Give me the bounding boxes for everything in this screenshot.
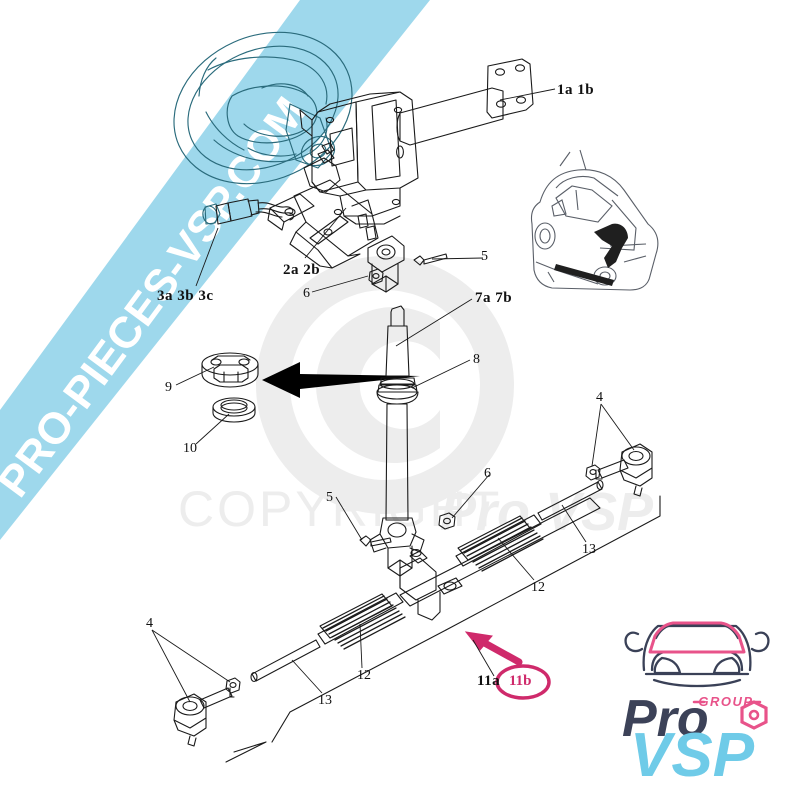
callout-3a-3b-3c: 3a 3b 3c xyxy=(157,288,214,304)
bolt-upper-part xyxy=(413,253,448,266)
callout-11b: 11b xyxy=(509,673,532,689)
callout-13-left: 13 xyxy=(318,693,332,708)
callout-12-right: 12 xyxy=(531,580,545,595)
callout-6-upper: 6 xyxy=(303,286,310,301)
steering-shaft-part xyxy=(369,305,425,577)
vehicle-thumbnail-illustration xyxy=(530,149,659,291)
watermark-copyright-word: COPYRIGHT xyxy=(178,481,502,537)
tie-rod-end-left-part xyxy=(173,677,241,747)
callout-1a-1b: 1a 1b xyxy=(557,82,595,98)
leader-lines xyxy=(151,88,635,703)
callout-4-left: 4 xyxy=(146,616,153,631)
logo-hex-nut-icon xyxy=(740,700,768,730)
highlight-circle xyxy=(495,664,551,700)
callout-5-upper: 5 xyxy=(481,249,488,264)
steering-column-tube-part xyxy=(396,58,534,146)
logo-pro-text: Pro xyxy=(622,690,709,748)
callout-8: 8 xyxy=(473,352,480,367)
assembly-direction-arrow xyxy=(262,362,420,398)
callout-2a-2b: 2a 2b xyxy=(283,262,321,278)
logo-group-text: GROUP xyxy=(698,694,753,709)
nut-upper-part xyxy=(368,268,384,285)
bolt-lower-part xyxy=(359,535,392,547)
highlight-arrow xyxy=(464,631,523,666)
bearing-cap-part xyxy=(201,352,259,388)
vehicle-thumbnail-shade xyxy=(554,223,628,286)
callout-10: 10 xyxy=(183,441,197,456)
assembly-boundary-lines xyxy=(225,495,661,763)
steering-column-assembly-part xyxy=(267,142,405,293)
callout-4-right: 4 xyxy=(596,390,603,405)
callout-13-right: 13 xyxy=(582,542,596,557)
nut-lower-part xyxy=(438,512,456,530)
callout-7a-7b: 7a 7b xyxy=(475,290,513,306)
callout-9: 9 xyxy=(165,380,172,395)
steering-wheel-part xyxy=(173,31,353,185)
provsp-logo: GROUP Pro VSP xyxy=(622,621,770,778)
callout-12-left: 12 xyxy=(357,668,371,683)
highlight-leader xyxy=(472,639,495,677)
callout-6-lower: 6 xyxy=(484,466,491,481)
tie-rod-end-right-part xyxy=(585,443,653,497)
ignition-lock-part xyxy=(202,198,295,225)
callout-5-lower: 5 xyxy=(326,490,333,505)
logo-vsp-text: VSP xyxy=(630,721,755,778)
watermark-brand-word: Pro VSP xyxy=(440,482,654,542)
callout-11a: 11a xyxy=(477,673,501,689)
steering-rack-part xyxy=(250,479,604,683)
bushing-part xyxy=(212,397,256,423)
